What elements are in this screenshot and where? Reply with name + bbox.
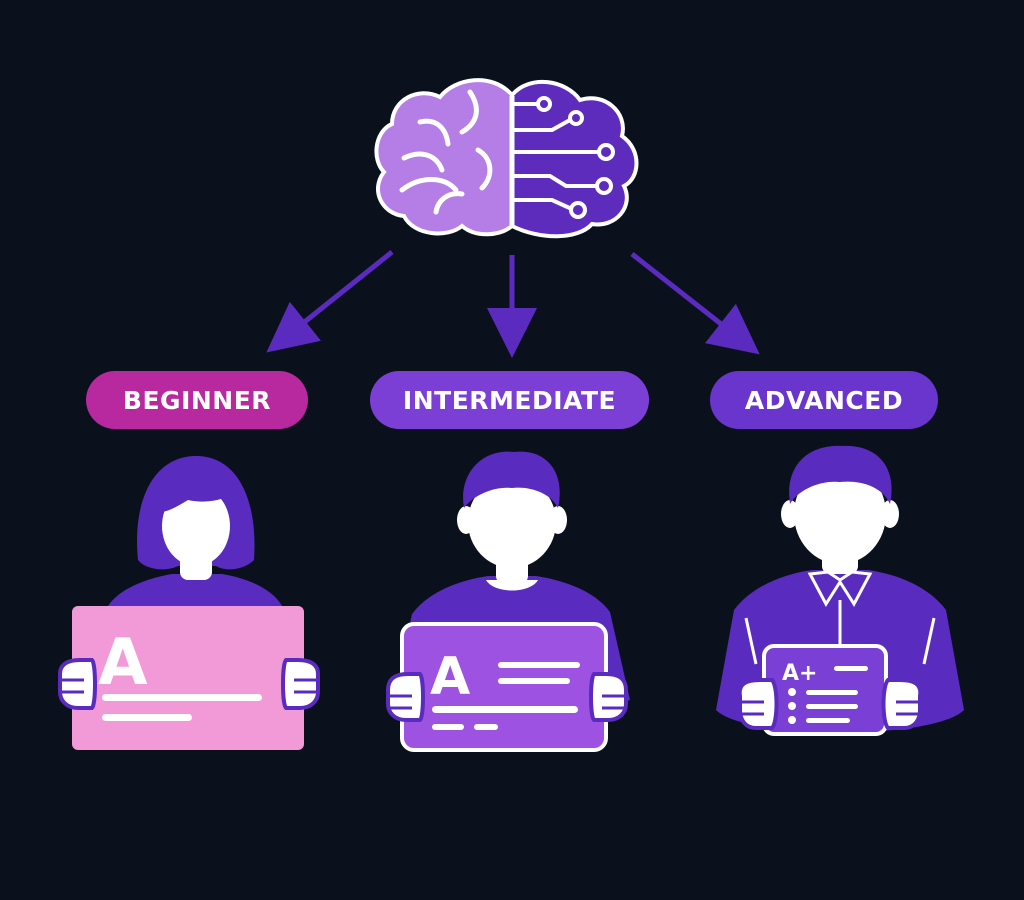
grade-letter-intermediate: A [430, 647, 470, 707]
grade-card-advanced [737, 644, 923, 736]
grade-card-beginner [58, 606, 320, 750]
level-label-beginner: BEGINNER [122, 385, 272, 415]
brain-circuit-icon [374, 78, 639, 239]
level-label-intermediate: INTERMEDIATE [402, 385, 617, 415]
level-label-advanced: ADVANCED [744, 385, 904, 415]
person-icon [108, 456, 282, 606]
level-pill-beginner: BEGINNER [86, 371, 308, 429]
grade-letter-beginner: A [98, 626, 148, 700]
arrow-to-advanced [630, 252, 760, 355]
arrow-to-beginner [266, 250, 394, 353]
level-pill-intermediate: INTERMEDIATE [370, 371, 649, 429]
level-pill-advanced: ADVANCED [710, 371, 938, 429]
grade-card-intermediate [386, 622, 628, 752]
grade-letter-advanced: A+ [782, 661, 817, 686]
